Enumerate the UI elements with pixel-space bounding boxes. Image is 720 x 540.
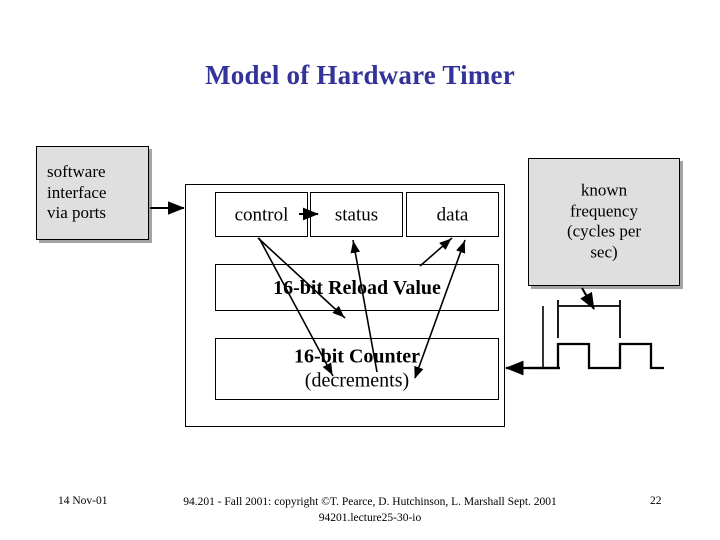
software-interface-text: software interface via ports: [37, 162, 148, 224]
register-label-status: status: [334, 203, 379, 225]
timer-container-box: [185, 184, 505, 427]
software-interface-line-1: software: [47, 161, 106, 181]
counter-label-line-1: 16-bit Counter: [293, 345, 421, 368]
footer-date: 14 Nov-01: [58, 495, 108, 507]
reload-value-box: 16-bit Reload Value: [215, 264, 499, 311]
known-frequency-line-3: (cycles per: [566, 222, 642, 241]
known-frequency-line-2: frequency: [570, 201, 638, 221]
footer-copyright-line-1: 94.201 - Fall 2001: copyright ©T. Pearce…: [183, 496, 557, 508]
register-label-data: data: [436, 203, 469, 225]
footer-copyright: 94.201 - Fall 2001: copyright ©T. Pearce…: [110, 495, 630, 526]
known-frequency-line-1: known: [580, 180, 628, 200]
footer-copyright-line-2: 94201.lecture25-30-io: [318, 511, 422, 524]
page-title: Model of Hardware Timer: [205, 60, 515, 90]
register-box-control: control: [215, 192, 308, 237]
software-interface-line-2: interface: [47, 182, 107, 202]
counter-box: 16-bit Counter (decrements): [215, 338, 499, 400]
known-frequency-line-4: sec): [590, 242, 618, 262]
period-bracket-marker: [557, 300, 621, 338]
clock-square-wave: [529, 342, 664, 370]
counter-label-line-2: (decrements): [304, 370, 410, 392]
slide-footer: 14 Nov-01 94.201 - Fall 2001: copyright …: [0, 492, 720, 538]
counter-text: 16-bit Counter (decrements): [216, 345, 498, 394]
register-box-status: status: [310, 192, 403, 237]
register-box-data: data: [406, 192, 499, 237]
software-interface-line-3: via ports: [47, 203, 107, 223]
arrow-frequency-to-period: [580, 287, 595, 310]
software-interface-box: software interface via ports: [36, 146, 149, 240]
reload-value-label: 16-bit Reload Value: [273, 276, 441, 299]
known-frequency-box: known frequency (cycles per sec): [528, 158, 680, 286]
known-frequency-text: known frequency (cycles per sec): [529, 181, 679, 264]
register-label-control: control: [234, 203, 289, 225]
footer-page-number: 22: [650, 495, 662, 507]
